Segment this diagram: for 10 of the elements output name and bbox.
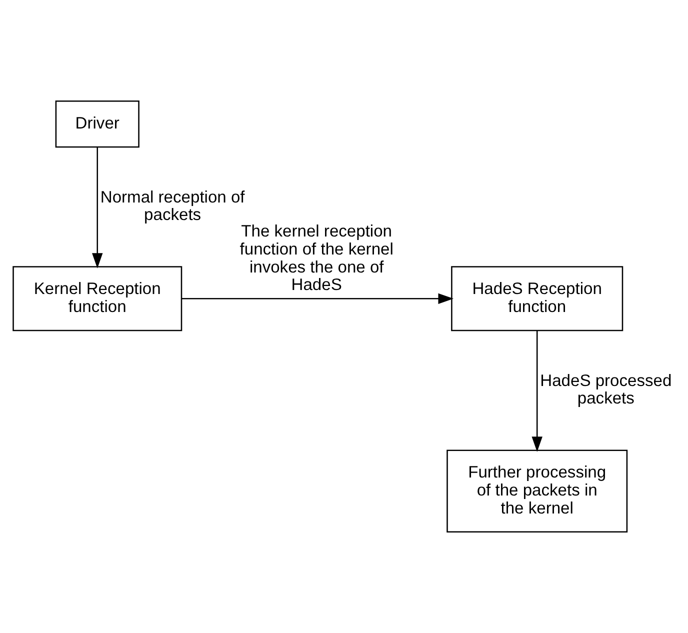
arrow (182, 293, 454, 304)
edge-label: Normal reception of packets (100, 187, 245, 224)
node-box: Driver (55, 100, 140, 148)
node-box: HadeS Reception function (451, 266, 624, 332)
node-box: Further processing of the packets in the kernel (446, 450, 628, 533)
node-box: Kernel Reception function (12, 266, 182, 332)
edge-label: The kernel reception function of the kernel invokes the one of HadeS (240, 222, 394, 294)
arrow (92, 147, 103, 268)
edge-label: HadeS processed packets (540, 370, 672, 408)
arrow (532, 330, 542, 452)
